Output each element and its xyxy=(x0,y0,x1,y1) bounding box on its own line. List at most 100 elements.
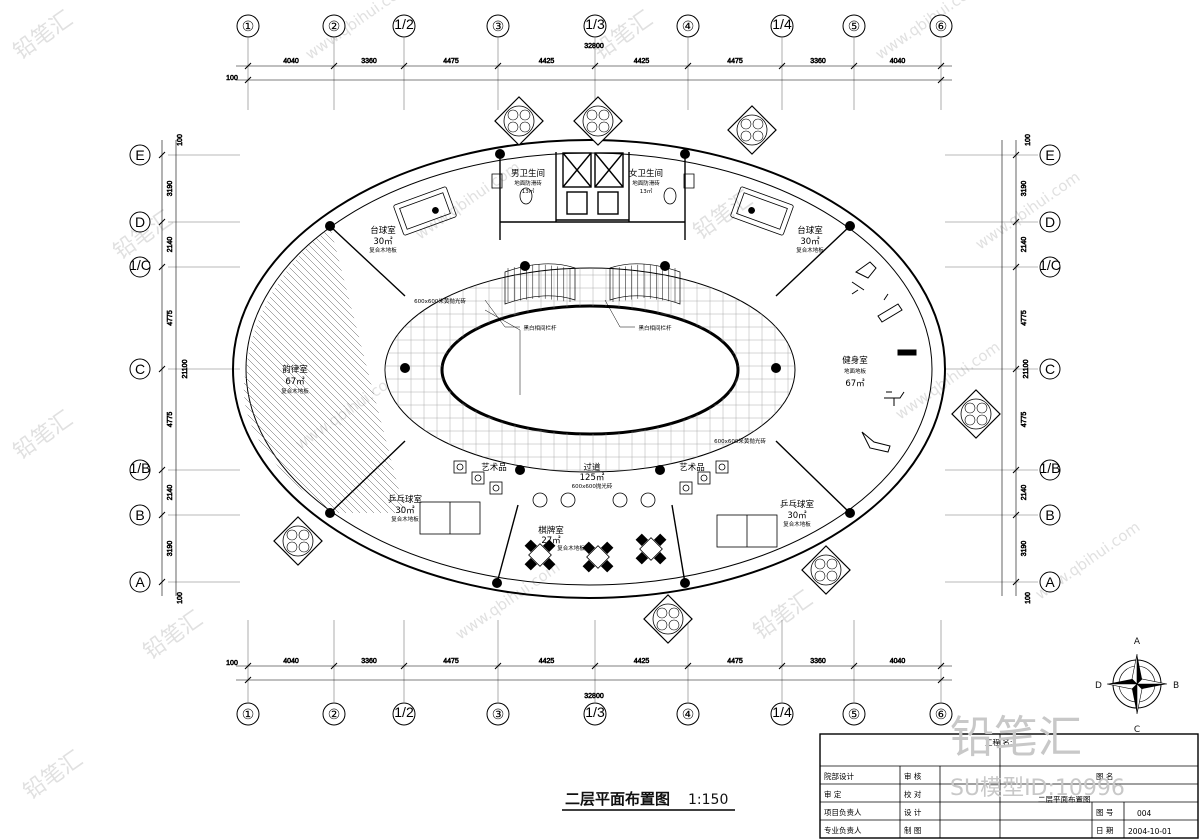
dim-value: 4425 xyxy=(634,658,650,665)
art-stand xyxy=(679,481,693,495)
tile-note-left: 600x600米黄抛光砖 xyxy=(414,297,466,305)
billiard-right-floor: 复合木地板 xyxy=(796,246,824,254)
dim-tick xyxy=(158,151,166,159)
chess-chair xyxy=(524,539,538,553)
grid-bubble-circle xyxy=(236,14,260,38)
planter xyxy=(560,492,576,508)
grid-bubble-label: C xyxy=(1045,361,1055,377)
corridor-floor: 600x600抛光砖 xyxy=(572,482,613,490)
dim-value: 2140 xyxy=(167,237,174,253)
grid-bubble-circle xyxy=(129,571,151,593)
grid-bubble-label: 1/C xyxy=(129,257,151,273)
view-index-marker xyxy=(727,105,777,155)
mens-wc-note: 地面防滑砖 xyxy=(514,179,542,187)
grid-bubble-col-6: ④ xyxy=(676,14,700,38)
marker-sub-circle xyxy=(298,529,310,541)
dim-tick xyxy=(937,676,945,684)
grid-lines xyxy=(168,38,1038,702)
chess-table xyxy=(582,541,614,573)
dim-value: 4040 xyxy=(890,58,906,65)
hatch-line xyxy=(243,226,347,513)
grid-bubble-label: 1/2 xyxy=(394,16,414,32)
dim-tick xyxy=(158,466,166,474)
grid-bubble-circle xyxy=(842,14,866,38)
tb-project-label: 工程 名: xyxy=(985,737,1012,747)
furniture xyxy=(393,173,917,573)
tb-drawing-no: 004 xyxy=(1137,809,1152,818)
grid-bubble-circle xyxy=(770,702,794,726)
grid-bubble-label: B xyxy=(1045,507,1054,523)
dim-tick xyxy=(400,62,408,70)
dim-tick xyxy=(244,676,252,684)
marker-diamond xyxy=(727,105,777,155)
pingpong-left-name: 乒乓球室 xyxy=(388,494,423,505)
grid-bubble-circle xyxy=(392,702,416,726)
dim-value: 4040 xyxy=(890,658,906,665)
grid-bubble-label: ① xyxy=(242,706,255,722)
chess-chair xyxy=(635,533,649,547)
grid-bubble-label: ② xyxy=(328,706,341,722)
dim-tick xyxy=(494,62,502,70)
dim-tick xyxy=(684,62,692,70)
title-block xyxy=(819,733,1199,839)
gym-area: 67㎡ xyxy=(845,379,865,389)
marker-sub-circle xyxy=(752,118,764,130)
watermark-text: 铅笔汇 xyxy=(139,607,207,665)
column xyxy=(520,261,530,271)
hatch-line xyxy=(243,226,361,513)
column xyxy=(771,363,781,373)
dim-tick xyxy=(158,511,166,519)
gym-floor: 地面地板 xyxy=(844,367,867,375)
grid-bubble-label: ③ xyxy=(492,706,505,722)
planter xyxy=(640,492,656,508)
grid-bubble-label: C xyxy=(135,361,145,377)
column xyxy=(495,149,505,159)
grid-bubble-label: B xyxy=(135,507,144,523)
tb-cell: 设 计 xyxy=(904,807,922,817)
grid-bubble-label: ⑥ xyxy=(935,18,948,34)
grid-bubble-row-4: C xyxy=(1039,358,1061,380)
compass-w: D xyxy=(1095,681,1102,691)
marker-sub-circle xyxy=(286,529,298,541)
leader-lines xyxy=(484,299,635,395)
watermark-text: www.qbihui.com xyxy=(452,558,563,644)
art-stand xyxy=(453,460,467,474)
view-index-marker xyxy=(573,96,623,146)
dim-tick xyxy=(591,62,599,70)
view-index-marker xyxy=(801,545,851,595)
dim-value: 3360 xyxy=(361,658,377,665)
view-index-markers xyxy=(273,96,1001,644)
art-stand xyxy=(471,471,485,485)
planter xyxy=(532,492,548,508)
hatch-line xyxy=(243,226,405,513)
dim-tick xyxy=(850,62,858,70)
hatch-line xyxy=(243,226,340,513)
dim-tick xyxy=(330,662,338,670)
marker-circle xyxy=(736,114,768,146)
hatch-line xyxy=(243,226,405,513)
grid-bubble-col-9: ⑥ xyxy=(929,702,953,726)
grid-bubble-label: ③ xyxy=(492,18,505,34)
marker-sub-circle xyxy=(507,109,519,121)
dim-value: 3360 xyxy=(810,658,826,665)
dim-tick xyxy=(400,662,408,670)
grid-bubble-label: ① xyxy=(242,18,255,34)
hatch-line xyxy=(243,226,405,513)
grid-bubble-circle xyxy=(770,14,794,38)
grid-bubble-col-6: ④ xyxy=(676,702,700,726)
marker-sub-circle xyxy=(586,109,598,121)
rail-note-right: 黑白相间栏杆 xyxy=(638,324,672,332)
marker-circle xyxy=(960,398,992,430)
marker-sub-circle xyxy=(286,541,298,553)
grid-bubble-label: 1/4 xyxy=(772,16,792,32)
column xyxy=(845,508,855,518)
marker-circle xyxy=(582,105,614,137)
art-stand xyxy=(489,481,503,495)
hatch-line xyxy=(243,226,382,513)
hatch-line xyxy=(283,226,405,513)
dim-value: 4475 xyxy=(727,658,743,665)
dim-edge: 100 xyxy=(226,75,238,82)
marker-diamond xyxy=(573,96,623,146)
dim-edge: 100 xyxy=(177,134,184,146)
